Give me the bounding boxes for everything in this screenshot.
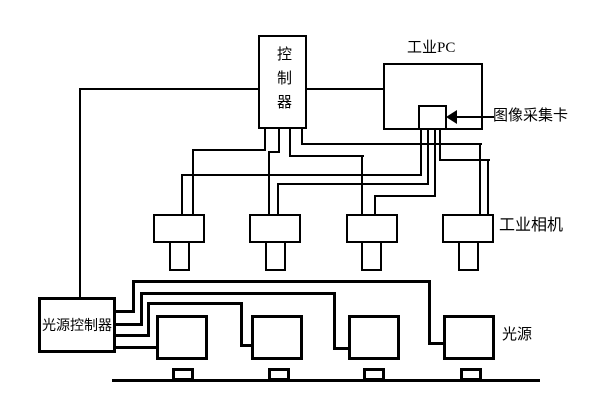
wire-trigger3-h: [289, 155, 364, 157]
wire-trigger3-v1: [289, 129, 291, 157]
wire-light3-h1: [114, 323, 143, 326]
wire-trigger2-v1: [278, 129, 280, 153]
industrial-cameras-label: 工业相机: [499, 217, 564, 234]
light-3-foot: [363, 368, 385, 381]
wire-image2-v1: [427, 130, 429, 185]
wire-image4-v2: [487, 159, 489, 215]
wire-light2-v1: [147, 302, 150, 337]
wire-light1-h: [114, 346, 158, 349]
controller-box: 控制器: [258, 35, 307, 129]
wire-light4-h3: [428, 342, 445, 345]
wire-trigger4-h: [301, 143, 482, 145]
wire-light4-h1: [114, 310, 135, 313]
light-1: [156, 315, 208, 360]
light-1-foot: [172, 368, 194, 381]
wire-light4-v1: [132, 280, 135, 313]
light-controller-box: 光源控制器: [38, 297, 116, 353]
wire-image1-v2: [181, 174, 183, 215]
wire-light2-v2: [240, 302, 243, 347]
light-3: [348, 315, 400, 360]
wire-trigger1-v2: [192, 149, 194, 215]
light-controller-label: 光源控制器: [42, 319, 112, 334]
light-4-foot: [460, 368, 482, 381]
capture-card-box: [418, 105, 447, 130]
ground-line: [112, 379, 540, 382]
wire-light4-v2: [428, 280, 431, 345]
camera-3-lens: [361, 241, 382, 271]
wire-trigger2-h: [268, 151, 280, 153]
camera-4-body: [442, 214, 494, 243]
wire-image3-v2: [374, 195, 376, 215]
controller-label: 控制器: [275, 46, 291, 118]
wire-light3-h2: [140, 292, 336, 295]
wire-image1-v1: [420, 130, 422, 176]
light-2: [251, 315, 303, 360]
camera-4-lens: [458, 241, 479, 271]
wire-light2-h3: [240, 344, 254, 347]
camera-2-body: [249, 214, 301, 243]
wire-image2-h: [277, 183, 429, 185]
wire-left-drop-to-light-controller: [79, 88, 81, 298]
camera-1-body: [153, 214, 205, 243]
wire-image4-h: [439, 159, 490, 161]
wire-image4-v1: [439, 130, 441, 161]
wire-light2-h1: [114, 334, 150, 337]
camera-1-lens: [169, 241, 190, 271]
wire-light3-v2: [333, 292, 336, 350]
wire-light2-h2: [147, 302, 243, 305]
wire-trigger4-v2: [479, 143, 481, 215]
capture-card-arrow-line: [456, 116, 494, 118]
wire-trigger2-v2: [268, 151, 270, 215]
capture-card-label: 图像采集卡: [493, 108, 569, 124]
light-4: [443, 315, 495, 360]
light-2-foot: [268, 368, 290, 381]
wire-light3-v1: [140, 292, 143, 326]
wire-image3-h: [374, 195, 436, 197]
camera-3-body: [346, 214, 398, 243]
wire-trigger1-h: [192, 149, 266, 151]
camera-2-lens: [265, 241, 286, 271]
capture-card-arrow-icon: [446, 110, 457, 124]
wire-light4-h2: [132, 280, 431, 283]
wire-trigger1-v1: [264, 129, 266, 151]
wire-trigger4-v1: [301, 129, 303, 145]
wire-image3-v1: [434, 130, 436, 197]
wire-image1-h: [181, 174, 422, 176]
industrial-pc-label: 工业PC: [407, 40, 456, 56]
light-sources-label: 光源: [502, 327, 533, 343]
wire-light3-h3: [333, 347, 350, 350]
wire-image2-v2: [277, 183, 279, 215]
wire-trigger3-v2: [361, 155, 363, 215]
wire-controller-left: [79, 88, 260, 90]
wire-controller-to-pc: [307, 88, 385, 90]
